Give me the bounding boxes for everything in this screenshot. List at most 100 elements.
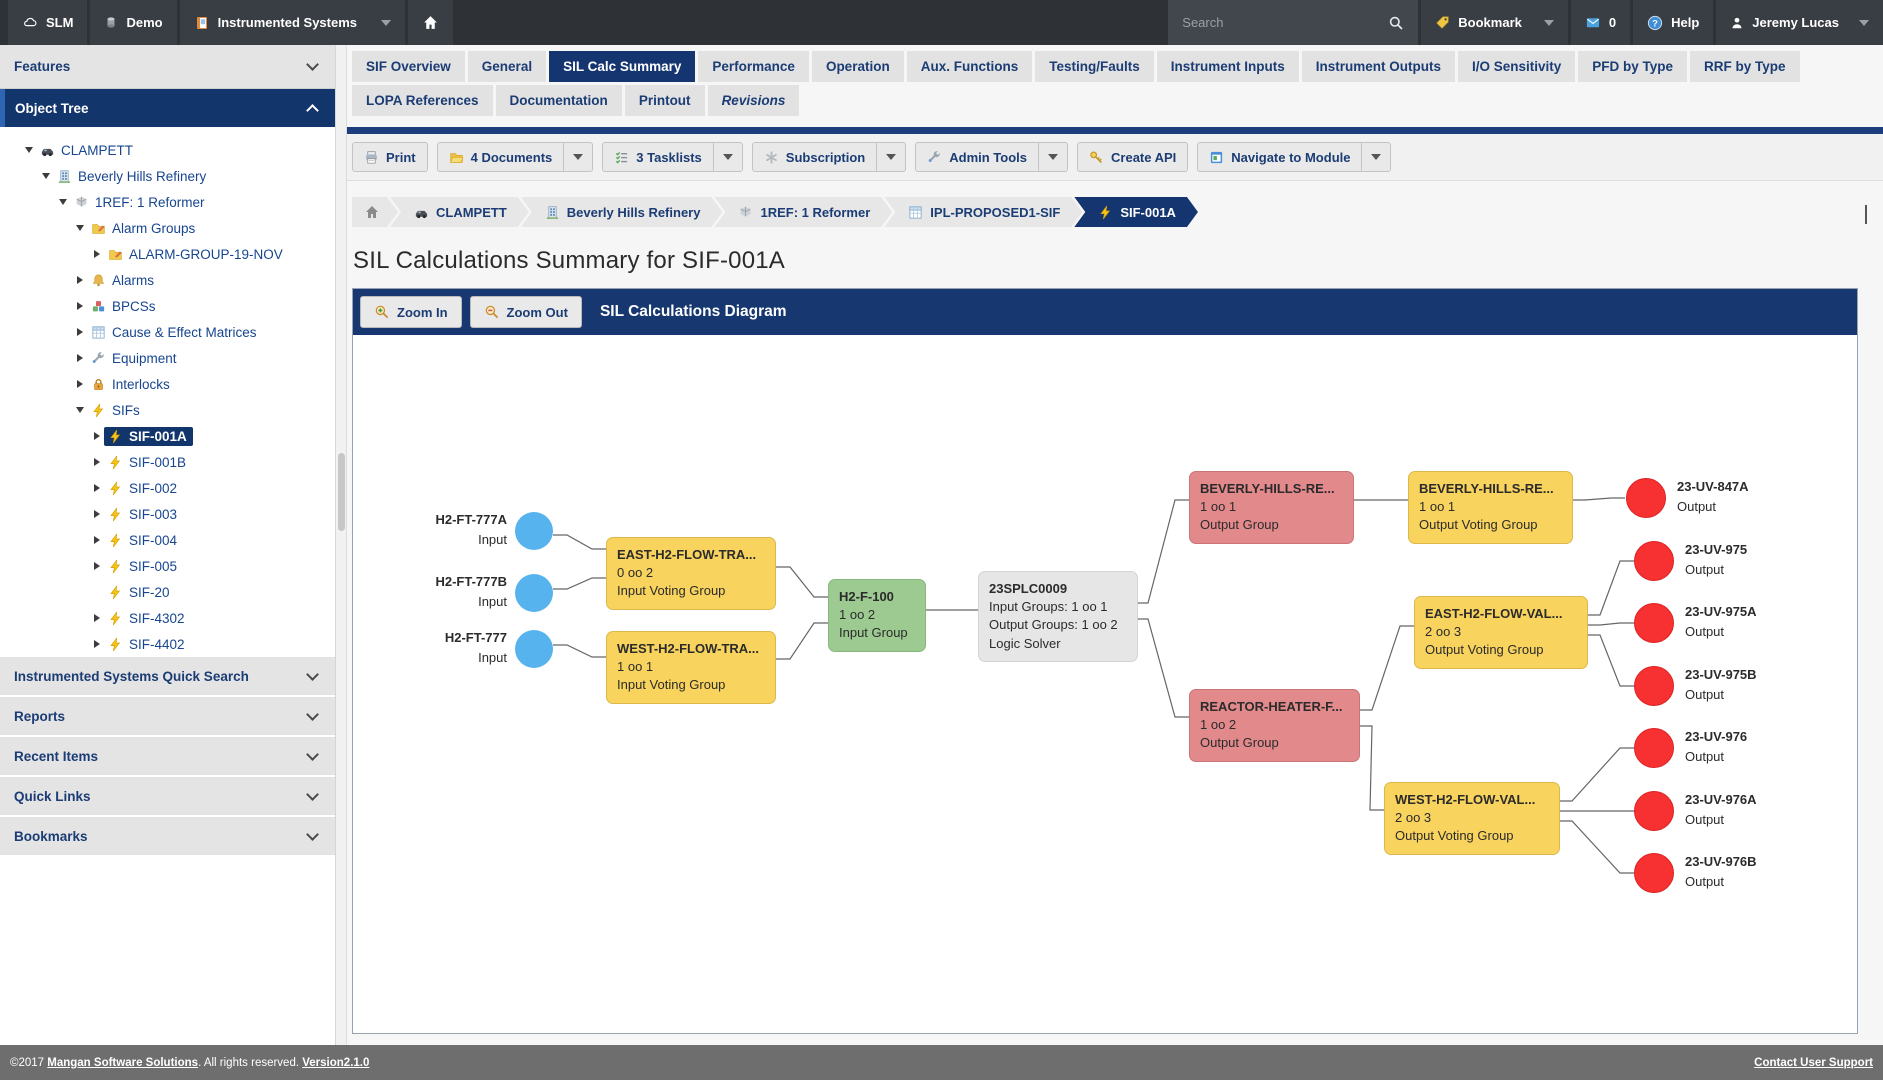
tab-printout[interactable]: Printout	[624, 85, 705, 116]
breadcrumb-beverly-hills-refinery[interactable]: Beverly Hills Refinery	[521, 197, 723, 227]
expand-icon[interactable]	[90, 614, 104, 622]
sidebar-accordion-quick-links[interactable]: Quick Links	[0, 775, 335, 815]
sidebar-accordion-instrumented-systems-quick-search[interactable]: Instrumented Systems Quick Search	[0, 655, 335, 695]
search-icon[interactable]	[1388, 15, 1404, 31]
tree-item-sif-20[interactable]: SIF-20	[0, 579, 335, 605]
tree-item-box[interactable]: CLAMPETT	[36, 141, 139, 160]
dropdown-caret[interactable]	[1361, 143, 1390, 171]
features-accordion[interactable]: Features	[0, 45, 335, 89]
output-node-23-uv-975[interactable]	[1634, 541, 1674, 581]
tab-testing-faults[interactable]: Testing/Faults	[1035, 51, 1154, 82]
tree-item-sif-003[interactable]: SIF-003	[0, 501, 335, 527]
expand-icon[interactable]	[90, 432, 104, 440]
tab-rrf-by-type[interactable]: RRF by Type	[1690, 51, 1800, 82]
expand-icon[interactable]	[73, 354, 87, 362]
tree-item-sif-005[interactable]: SIF-005	[0, 553, 335, 579]
sidebar-accordion-reports[interactable]: Reports	[0, 695, 335, 735]
tree-item-clampett[interactable]: CLAMPETT	[0, 137, 335, 163]
expand-icon[interactable]	[73, 276, 87, 284]
tab-documentation[interactable]: Documentation	[495, 85, 622, 116]
expand-icon[interactable]	[73, 380, 87, 388]
dropdown-caret[interactable]	[563, 143, 592, 171]
tab-performance[interactable]: Performance	[698, 51, 809, 82]
tree-item-box[interactable]: 1REF: 1 Reformer	[70, 193, 211, 212]
collapse-icon[interactable]	[39, 173, 53, 179]
tree-item-box[interactable]: SIF-4302	[104, 609, 191, 628]
tree-item-1ref-1-reformer[interactable]: 1REF: 1 Reformer	[0, 189, 335, 215]
expand-icon[interactable]	[73, 302, 87, 310]
collapse-icon[interactable]	[22, 147, 36, 153]
tree-item-selected-box[interactable]: SIF-001A	[104, 426, 193, 446]
output-node-23-uv-976[interactable]	[1634, 728, 1674, 768]
3-tasklists-button[interactable]: 3 Tasklists	[602, 142, 743, 172]
expand-icon[interactable]	[90, 250, 104, 258]
tab-aux-functions[interactable]: Aux. Functions	[906, 51, 1033, 82]
breadcrumb-sif-001a[interactable]: SIF-001A	[1074, 197, 1198, 227]
tree-item-box[interactable]: SIFs	[87, 401, 146, 420]
tree-item-sifs[interactable]: SIFs	[0, 397, 335, 423]
tree-item-alarm-groups[interactable]: Alarm Groups	[0, 215, 335, 241]
tree-item-alarm-group-19-nov[interactable]: ALARM-GROUP-19-NOV	[0, 241, 335, 267]
search-input[interactable]	[1182, 15, 1381, 30]
subscription-button[interactable]: Subscription	[751, 142, 907, 172]
collapse-icon[interactable]	[73, 407, 87, 413]
expand-icon[interactable]	[90, 536, 104, 544]
dropdown-caret[interactable]	[712, 143, 742, 171]
tree-item-bpcss[interactable]: BPCSs	[0, 293, 335, 319]
tree-item-sif-4402[interactable]: SIF-4402	[0, 631, 335, 655]
input-node-h2-ft-777[interactable]	[515, 630, 553, 668]
button-main[interactable]: Admin Tools	[916, 143, 1038, 171]
4-documents-button[interactable]: 4 Documents	[436, 142, 594, 172]
input-node-h2-ft-777a[interactable]	[515, 512, 553, 550]
user-menu[interactable]: Jeremy Lucas	[1716, 0, 1883, 45]
tab-general[interactable]: General	[467, 51, 547, 82]
tree-item-sif-4302[interactable]: SIF-4302	[0, 605, 335, 631]
tree-item-interlocks[interactable]: Interlocks	[0, 371, 335, 397]
tree-item-equipment[interactable]: Equipment	[0, 345, 335, 371]
output-node-23-uv-975b[interactable]	[1634, 666, 1674, 706]
tab-pfd-by-type[interactable]: PFD by Type	[1578, 51, 1688, 82]
button-main[interactable]: Print	[353, 143, 427, 171]
tree-item-box[interactable]: SIF-20	[104, 583, 176, 602]
tree-item-alarms[interactable]: Alarms	[0, 267, 335, 293]
home-button[interactable]	[408, 0, 454, 45]
expand-icon[interactable]	[90, 510, 104, 518]
tab-sif-overview[interactable]: SIF Overview	[352, 51, 465, 82]
zoom-in-button[interactable]: Zoom In	[360, 296, 462, 328]
tree-item-sif-001a[interactable]: SIF-001A	[0, 423, 335, 449]
button-main[interactable]: 4 Documents	[438, 143, 564, 171]
tree-item-box[interactable]: Cause & Effect Matrices	[87, 323, 263, 342]
contact-support-link[interactable]: Contact User Support	[1754, 1056, 1873, 1069]
output-node-23-uv-976a[interactable]	[1634, 791, 1674, 831]
module-selector[interactable]: Instrumented Systems	[179, 0, 406, 45]
admin-tools-button[interactable]: Admin Tools	[915, 142, 1069, 172]
breadcrumb-clampett[interactable]: CLAMPETT	[390, 197, 529, 227]
sidebar-accordion-recent-items[interactable]: Recent Items	[0, 735, 335, 775]
dropdown-caret[interactable]	[876, 143, 905, 171]
tab-operation[interactable]: Operation	[811, 51, 904, 82]
object-tree-accordion[interactable]: Object Tree	[0, 89, 335, 127]
company-link[interactable]: Mangan Software Solutions	[47, 1056, 199, 1069]
button-main[interactable]: Navigate to Module	[1198, 143, 1361, 171]
tab-instrument-outputs[interactable]: Instrument Outputs	[1301, 51, 1455, 82]
expand-icon[interactable]	[73, 328, 87, 336]
tree-item-box[interactable]: Alarms	[87, 271, 160, 290]
button-main[interactable]: Subscription	[753, 143, 876, 171]
inbox-button[interactable]: 0	[1570, 0, 1631, 45]
bookmark-button[interactable]: Bookmark	[1421, 0, 1568, 45]
dropdown-caret[interactable]	[1038, 143, 1067, 171]
breadcrumb-1ref-1-reformer[interactable]: 1REF: 1 Reformer	[714, 197, 892, 227]
input-node-h2-ft-777b[interactable]	[515, 574, 553, 612]
tree-item-cause-effect-matrices[interactable]: Cause & Effect Matrices	[0, 319, 335, 345]
sidebar-scrollbar[interactable]	[336, 45, 347, 1045]
tab-revisions[interactable]: Revisions	[707, 85, 800, 116]
tree-item-box[interactable]: SIF-003	[104, 505, 183, 524]
create-api-button[interactable]: Create API	[1077, 142, 1189, 172]
tree-item-beverly-hills-refinery[interactable]: Beverly Hills Refinery	[0, 163, 335, 189]
tree-item-box[interactable]: BPCSs	[87, 297, 162, 316]
